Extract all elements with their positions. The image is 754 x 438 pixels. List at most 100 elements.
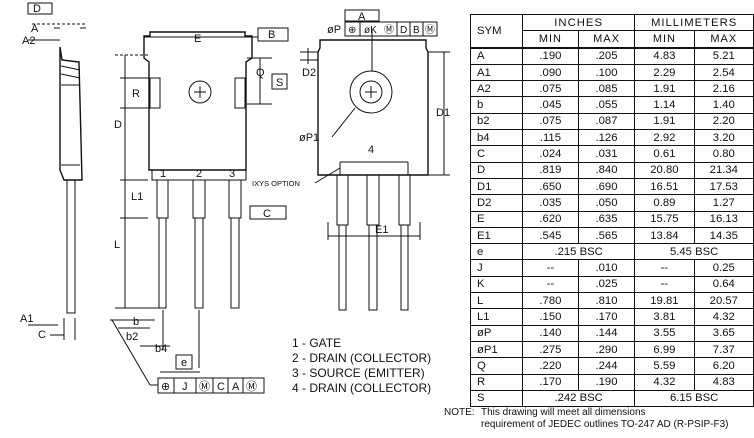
value-cell: 21.34 bbox=[693, 161, 754, 179]
mm-min-header: MIN bbox=[634, 30, 695, 49]
svg-text:J: J bbox=[182, 381, 188, 393]
ixys-option-label: IXYS OPTION bbox=[252, 179, 300, 188]
svg-text:⊕: ⊕ bbox=[161, 381, 170, 393]
pad-4-label: 4 bbox=[368, 144, 374, 156]
value-cell: 4.83 bbox=[634, 46, 695, 65]
value-cell: 20.57 bbox=[693, 292, 754, 310]
symbol-cell: e bbox=[469, 243, 524, 261]
value-cell: .031 bbox=[577, 145, 636, 163]
value-cell: -- bbox=[522, 259, 579, 277]
svg-text:Ⓜ: Ⓜ bbox=[246, 380, 257, 393]
value-cell: 3.55 bbox=[634, 324, 695, 342]
value-cell: 5.21 bbox=[693, 46, 754, 65]
symbol-cell: A1 bbox=[469, 63, 524, 82]
value-cell: 3.81 bbox=[634, 308, 695, 326]
svg-text:Ⓜ: Ⓜ bbox=[384, 24, 394, 36]
value-cell: 2.16 bbox=[693, 80, 754, 98]
value-cell: 16.51 bbox=[634, 177, 695, 196]
dim-e-label: E bbox=[194, 33, 201, 45]
value-cell: .215 BSC bbox=[522, 243, 636, 261]
dim-d-label: D bbox=[114, 119, 122, 131]
dim-phip1-label: øP1 bbox=[299, 132, 319, 144]
tolerance-frame-top bbox=[344, 9, 438, 37]
symbol-cell: S bbox=[469, 389, 524, 408]
datum-d-box bbox=[27, 2, 53, 15]
dim-a1-label: A1 bbox=[20, 313, 33, 325]
value-cell: .190 bbox=[577, 373, 636, 391]
value-cell: .045 bbox=[522, 96, 579, 114]
value-cell: .050 bbox=[577, 194, 636, 212]
value-cell: .242 BSC bbox=[522, 389, 636, 408]
svg-text:A: A bbox=[232, 381, 240, 393]
dim-a2-label: A2 bbox=[22, 35, 35, 47]
value-cell: 2.20 bbox=[693, 112, 754, 131]
svg-text:Ⓜ: Ⓜ bbox=[199, 380, 210, 393]
back-view bbox=[300, 30, 450, 311]
value-cell: 1.27 bbox=[693, 194, 754, 212]
symbol-cell: K bbox=[469, 275, 524, 294]
value-cell: 1.40 bbox=[693, 96, 754, 114]
value-cell: 1.14 bbox=[634, 96, 695, 114]
value-cell: 2.54 bbox=[693, 63, 754, 82]
value-cell: 2.29 bbox=[634, 63, 695, 82]
value-cell: -- bbox=[522, 275, 579, 294]
svg-text:øK: øK bbox=[364, 25, 377, 36]
pin-3-label: 3 bbox=[229, 168, 235, 180]
symbol-cell: A2 bbox=[469, 80, 524, 98]
value-cell: .170 bbox=[577, 308, 636, 326]
dimension-table: SYM INCHES MILLIMETERS MIN MAX MIN MAX A… bbox=[469, 13, 754, 408]
dim-l-label: L bbox=[114, 239, 120, 251]
value-cell: 0.64 bbox=[693, 275, 754, 294]
value-cell: .780 bbox=[522, 292, 579, 310]
value-cell: 0.80 bbox=[693, 145, 754, 163]
tolerance-frame-bottom-text: ⊕ J Ⓜ C A Ⓜ bbox=[161, 380, 257, 393]
symbol-cell: C bbox=[469, 145, 524, 163]
value-cell: .075 bbox=[522, 112, 579, 131]
symbol-cell: J bbox=[469, 259, 524, 277]
value-cell: 6.15 BSC bbox=[634, 389, 754, 408]
dim-d2-label: D2 bbox=[302, 67, 316, 79]
value-cell: 0.25 bbox=[693, 259, 754, 277]
value-cell: .819 bbox=[522, 161, 579, 179]
dim-phip-label: øP bbox=[327, 24, 341, 36]
datum-c-label: C bbox=[263, 208, 271, 220]
symbol-cell: D2 bbox=[469, 194, 524, 212]
value-cell: .220 bbox=[522, 357, 579, 375]
dim-r-label: R bbox=[132, 88, 140, 100]
datum-c-box bbox=[249, 205, 287, 220]
inches-min-header: MIN bbox=[522, 30, 579, 49]
dim-b-label: b bbox=[133, 316, 139, 328]
symbol-cell: R bbox=[469, 373, 524, 391]
dim-e-pitch-label: e bbox=[181, 357, 187, 369]
value-cell: .275 bbox=[522, 340, 579, 359]
value-cell: 4.32 bbox=[634, 373, 695, 391]
dim-l1-label: L1 bbox=[131, 191, 143, 203]
symbol-cell: E bbox=[469, 210, 524, 228]
value-cell: -- bbox=[634, 259, 695, 277]
note-label: NOTE: bbox=[444, 407, 475, 418]
value-cell: .140 bbox=[522, 324, 579, 342]
inches-max-header: MAX bbox=[577, 30, 636, 49]
symbol-cell: b2 bbox=[469, 112, 524, 131]
value-cell: 5.45 BSC bbox=[634, 243, 754, 261]
value-cell: 3.65 bbox=[693, 324, 754, 342]
value-cell: 4.83 bbox=[693, 373, 754, 391]
value-cell: 5.59 bbox=[634, 357, 695, 375]
package-drawing: D A A2 E B Q S R D L1 L C A1 C b b2 b4 e… bbox=[20, 2, 450, 395]
value-cell: .690 bbox=[577, 177, 636, 196]
symbol-cell: Q bbox=[469, 357, 524, 375]
symbol-cell: D1 bbox=[469, 177, 524, 196]
value-cell: .635 bbox=[577, 210, 636, 228]
dim-s-label: S bbox=[276, 77, 283, 89]
